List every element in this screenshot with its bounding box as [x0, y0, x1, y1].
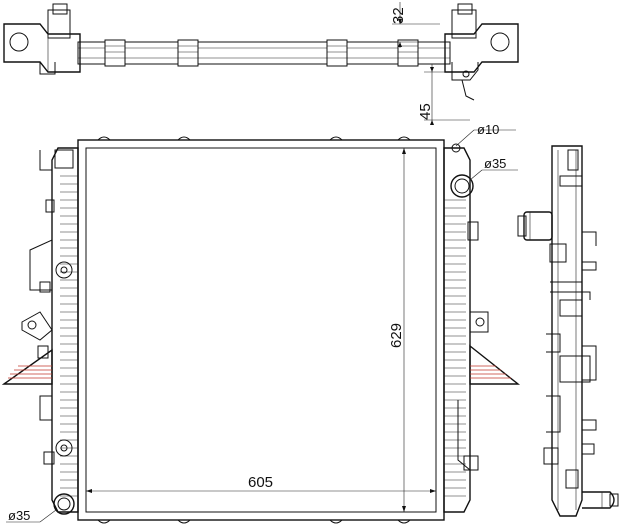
callout-pipe-upper: ø35 — [469, 156, 518, 181]
callout-pipe-lower: ø35 — [6, 508, 57, 523]
top-rail — [77, 41, 451, 65]
pipe-lower-label: ø35 — [8, 508, 30, 523]
dim-core-width: 605 — [86, 474, 436, 493]
right-tank — [443, 143, 521, 513]
pipe-small-label: ø10 — [477, 122, 499, 137]
rail-clips — [104, 39, 419, 67]
pipe-upper-label: ø35 — [484, 156, 506, 171]
right-wedge-hatch — [470, 365, 511, 379]
dim-45-label: 45 — [417, 103, 434, 120]
right-mount-bracket — [444, 3, 519, 101]
front-view: ø10 ø35 ø35 629 605 — [1, 122, 521, 524]
left-wedge-hatch — [8, 365, 52, 379]
top-view: 32 45 — [3, 2, 519, 125]
core-top-tabs — [97, 136, 411, 524]
dim-top-offset: 45 — [417, 64, 470, 125]
dim-core-height: 629 — [388, 148, 406, 512]
dim-top-height: 32 — [390, 2, 440, 48]
left-mount-bracket — [3, 3, 81, 75]
side-tank — [551, 145, 583, 517]
side-upper-pipe — [523, 211, 553, 241]
side-view — [517, 145, 619, 517]
side-lower-pipe — [582, 491, 615, 509]
left-tank — [1, 147, 79, 515]
callout-pipe-small: ø10 — [455, 122, 516, 147]
left-lower-pipe — [53, 493, 75, 515]
dim-629-label: 629 — [388, 323, 405, 348]
dim-32-label: 32 — [390, 7, 407, 24]
upper-small-pipe — [451, 143, 461, 153]
left-tank-ribs — [60, 175, 78, 497]
right-tank-ribs — [444, 199, 466, 497]
dim-605-label: 605 — [248, 474, 273, 491]
right-upper-pipe — [450, 174, 474, 198]
